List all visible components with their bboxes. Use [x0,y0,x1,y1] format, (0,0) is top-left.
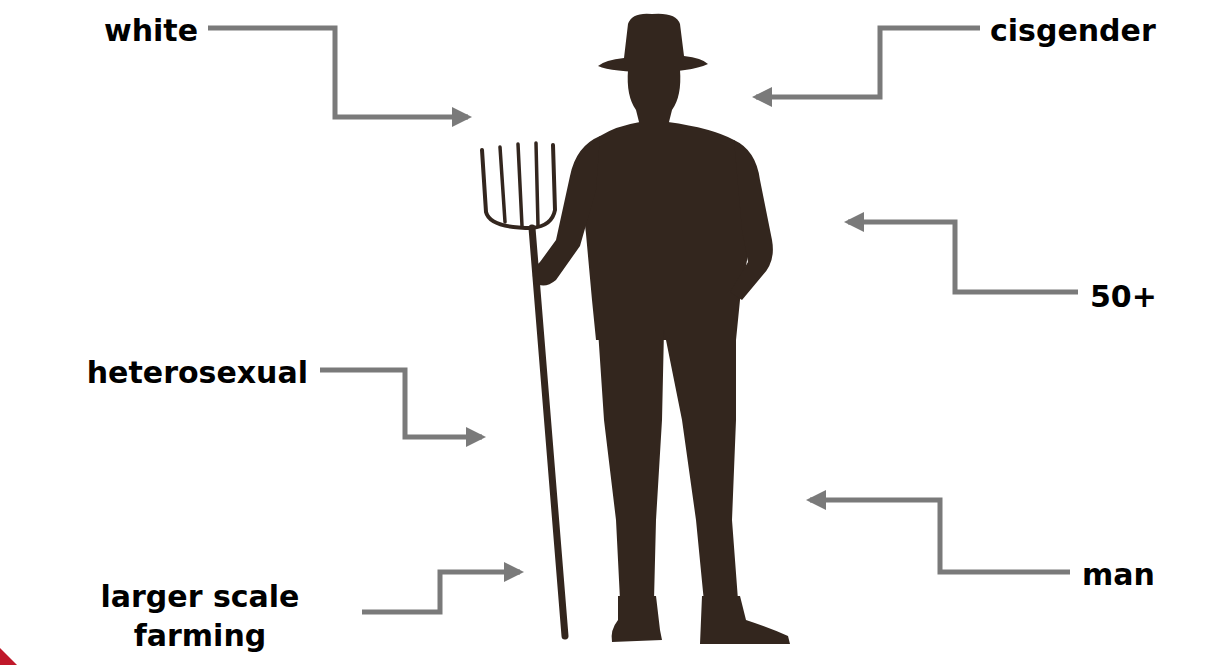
annotation-label: white [104,11,198,50]
leader-line [362,572,520,612]
leader-line [810,500,1070,572]
leader-line [320,370,482,437]
annotation-label: man [1082,555,1155,594]
pitchfork [482,143,565,636]
leader-line [208,28,468,117]
annotation-label: cisgender [990,11,1156,50]
leader-line [756,28,980,97]
leader-line [848,222,1078,292]
annotation-label: heterosexual [87,353,308,392]
leader-lines [208,28,1078,612]
annotation-label: larger scale farming [65,577,335,655]
corner-mark [0,648,17,665]
farmer-silhouette [533,14,790,644]
annotation-label: 50+ [1090,277,1157,316]
